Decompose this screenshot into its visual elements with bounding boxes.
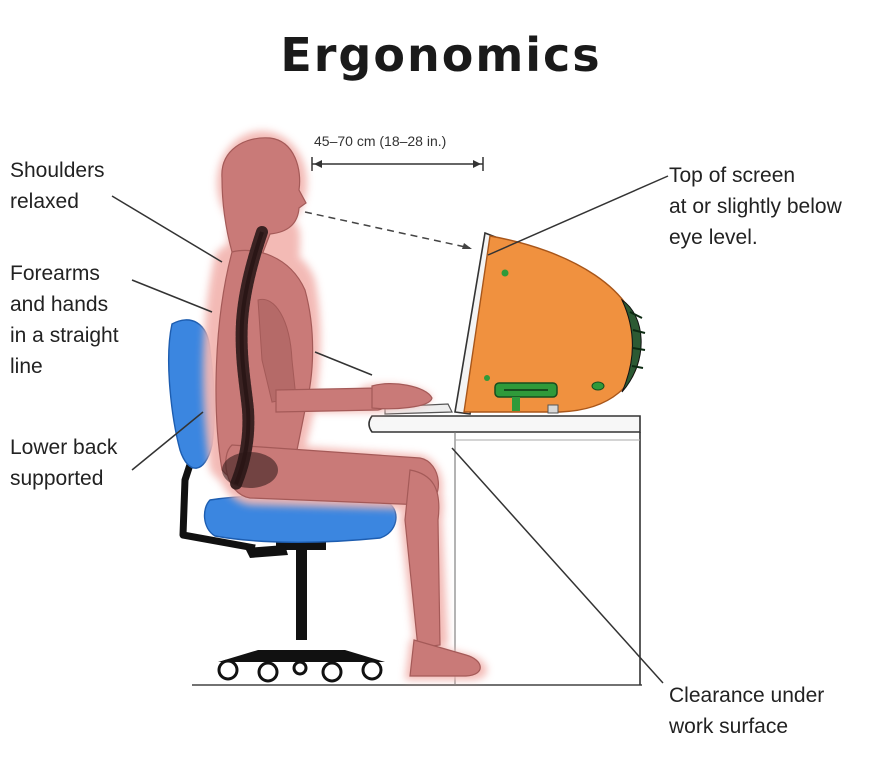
callout-line: in a straight — [10, 324, 119, 347]
callout-line: relaxed — [10, 190, 79, 213]
monitor — [454, 231, 646, 415]
leader-screen — [487, 175, 669, 256]
leader-shoulders — [111, 195, 223, 263]
page-title: Ergonomics — [280, 28, 602, 82]
callout-forearms: Forearms and hands in a straight line — [10, 258, 119, 382]
human-figure — [203, 131, 487, 680]
distance-label: 45–70 cm (18–28 in.) — [314, 133, 447, 149]
callout-line: Lower back — [10, 436, 118, 459]
leader-lower-back — [131, 411, 204, 471]
monitor-led — [501, 269, 509, 277]
distance-marker — [311, 157, 484, 171]
callout-line: supported — [10, 467, 104, 490]
callout-lower-back: Lower back supported — [10, 432, 117, 494]
callout-line: Forearms — [10, 262, 100, 285]
desk — [368, 415, 641, 685]
callout-line: Shoulders — [10, 159, 105, 182]
callout-screen: Top of screen at or slightly below eye l… — [669, 160, 842, 253]
callout-shoulders: Shoulders relaxed — [10, 155, 105, 217]
callout-clearance: Clearance under work surface — [669, 680, 824, 742]
callout-line: and hands — [10, 293, 109, 316]
callout-line: Clearance under — [669, 684, 825, 707]
leader-forearms — [131, 279, 213, 313]
leader-clearance — [451, 447, 664, 684]
callout-line: Top of screen — [669, 164, 796, 187]
callout-line: at or slightly below — [669, 195, 842, 218]
callout-line: line — [10, 355, 43, 378]
callout-line: work surface — [669, 715, 789, 738]
callout-line: eye level. — [669, 226, 758, 249]
leader-forearms-2 — [314, 351, 373, 376]
eye-line — [304, 211, 471, 249]
